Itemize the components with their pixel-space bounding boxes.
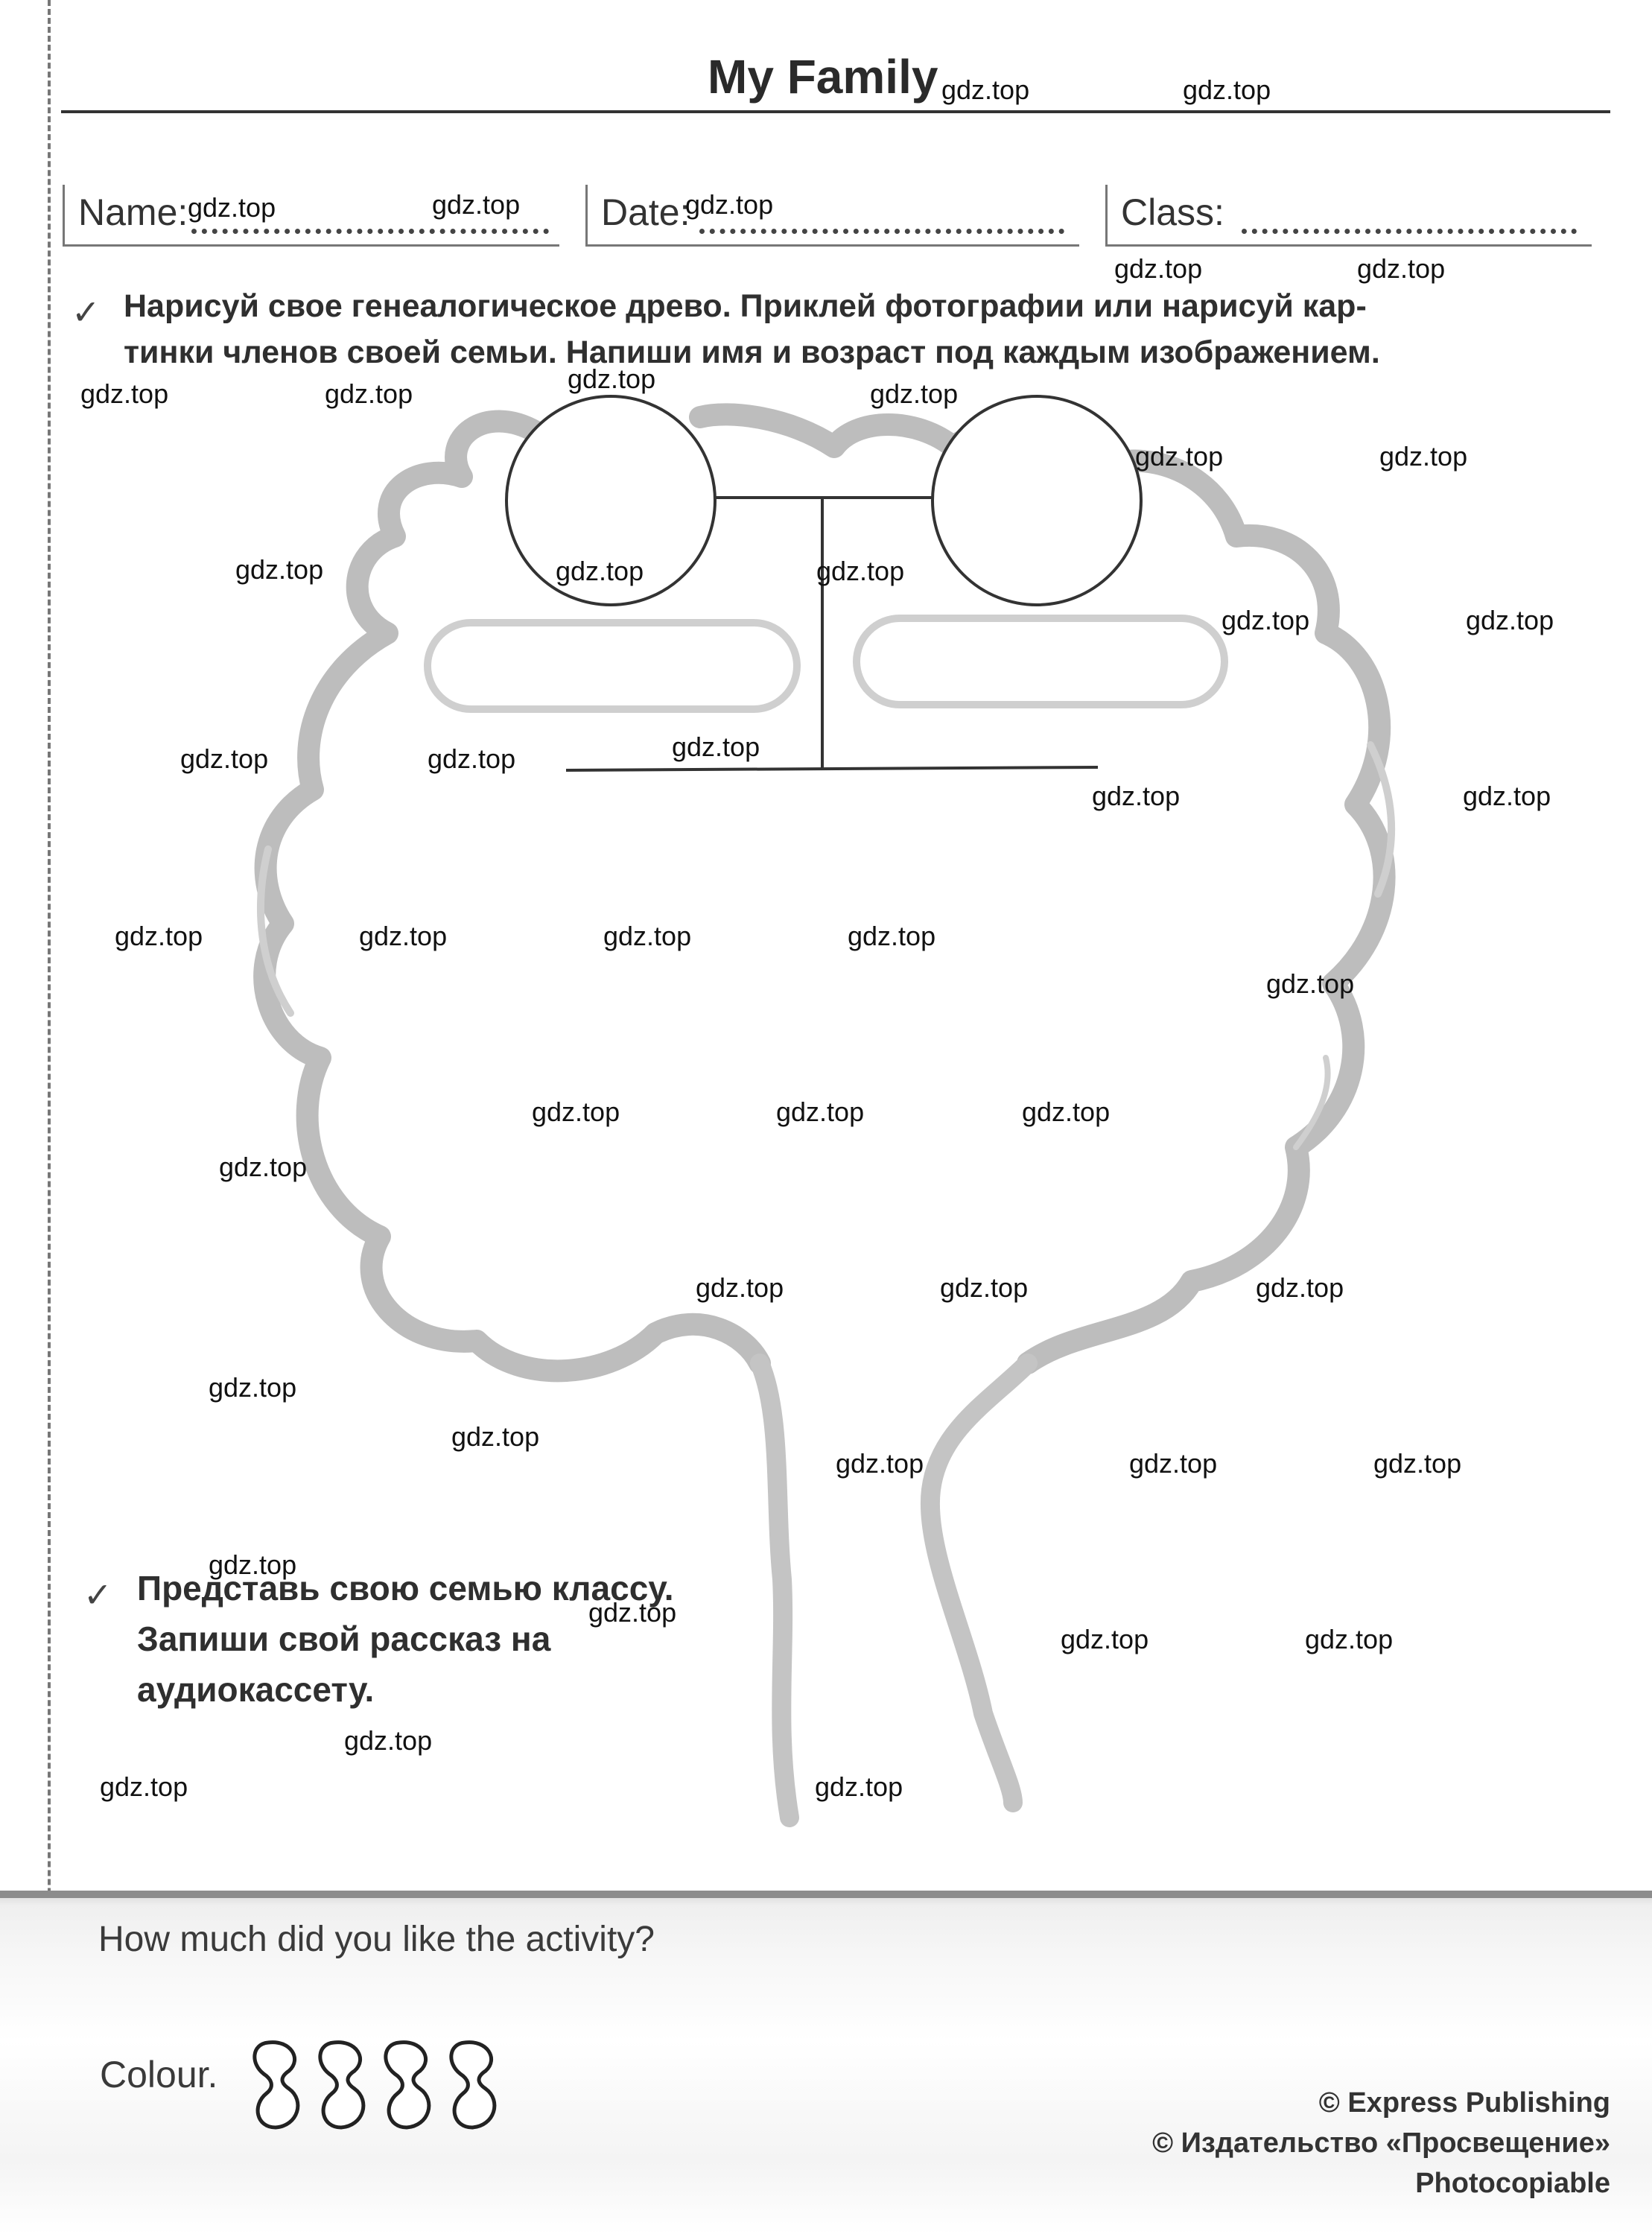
task2-line3: аудиокассету. — [137, 1670, 375, 1709]
name-age-box-right[interactable] — [853, 615, 1228, 708]
checkmark-icon: ✓ — [72, 293, 101, 331]
watermark-text: gdz.top — [451, 1421, 540, 1452]
watermark-text: gdz.top — [80, 378, 169, 409]
name-label: Name: — [78, 191, 188, 233]
rating-icon-2[interactable] — [318, 2040, 366, 2130]
watermark-text: gdz.top — [815, 1771, 903, 1802]
date-field[interactable]: Date: — [585, 185, 1079, 247]
rating-icon-1[interactable] — [252, 2040, 300, 2130]
watermark-text: gdz.top — [1305, 1624, 1394, 1654]
colour-label: Colour. — [100, 2054, 218, 2095]
watermark-text: gdz.top — [235, 554, 324, 585]
date-dotted-line — [699, 229, 1064, 234]
watermark-text: gdz.top — [588, 1597, 677, 1628]
title-rule — [61, 110, 1610, 113]
name-dotted-line — [191, 229, 549, 234]
feedback-question: How much did you like the activity? — [98, 1920, 655, 1959]
checkmark-icon: ✓ — [83, 1575, 112, 1614]
task2-line2: Запиши свой рассказ на — [137, 1619, 551, 1658]
watermark-text: gdz.top — [685, 189, 774, 220]
class-label: Class: — [1121, 191, 1224, 233]
name-field[interactable]: Name: — [63, 185, 559, 247]
rating-icon-3[interactable] — [384, 2040, 431, 2130]
watermark-text: gdz.top — [1357, 253, 1446, 284]
grandparent-photo-circle-left[interactable] — [505, 395, 717, 606]
watermark-text: gdz.top — [870, 378, 959, 409]
watermark-text: gdz.top — [776, 1097, 865, 1127]
task2-line1: Представь свою семью классу. — [137, 1569, 674, 1608]
watermark-text: gdz.top — [188, 192, 276, 223]
tree-canopy-outline — [253, 410, 771, 1383]
watermark-text: gdz.top — [1114, 253, 1203, 284]
watermark-text: gdz.top — [432, 189, 521, 220]
photocopiable-note: Photocopiable — [1415, 2168, 1610, 2199]
watermark-text: gdz.top — [344, 1725, 433, 1756]
watermark-text: gdz.top — [1183, 74, 1271, 105]
copyright-express: © Express Publishing — [1318, 2087, 1610, 2119]
watermark-text: gdz.top — [325, 378, 413, 409]
watermark-text: gdz.top — [1135, 441, 1224, 472]
watermark-text: gdz.top — [1379, 441, 1468, 472]
watermark-text: gdz.top — [836, 1448, 924, 1479]
children-line — [565, 766, 1099, 772]
watermark-text: gdz.top — [180, 743, 269, 774]
page-title: My Family — [708, 50, 938, 104]
name-age-box-left[interactable] — [424, 619, 801, 713]
watermark-text: gdz.top — [1266, 968, 1355, 999]
watermark-text: gdz.top — [100, 1771, 188, 1802]
cut-line — [48, 0, 51, 2234]
copyright-prosveshchenie: © Издательство «Просвещение» — [1152, 2127, 1610, 2159]
watermark-text: gdz.top — [848, 921, 936, 951]
feedback-rule — [0, 1891, 1652, 1898]
class-dotted-line — [1242, 229, 1577, 234]
watermark-text: gdz.top — [941, 74, 1030, 105]
watermark-text: gdz.top — [1022, 1097, 1111, 1127]
rating-icons — [252, 2040, 497, 2130]
watermark-text: gdz.top — [696, 1272, 784, 1303]
watermark-text: gdz.top — [532, 1097, 620, 1127]
tree-trunk-outline — [750, 1354, 799, 1827]
watermark-text: gdz.top — [1256, 1272, 1344, 1303]
watermark-text: gdz.top — [603, 921, 692, 951]
watermark-text: gdz.top — [428, 743, 516, 774]
watermark-text: gdz.top — [568, 364, 656, 394]
watermark-text: gdz.top — [1466, 605, 1554, 635]
grandparent-photo-circle-right[interactable] — [931, 395, 1143, 606]
date-label: Date: — [601, 191, 690, 233]
watermark-text: gdz.top — [209, 1549, 297, 1580]
watermark-text: gdz.top — [1463, 781, 1551, 811]
watermark-text: gdz.top — [816, 556, 905, 586]
rating-icon-4[interactable] — [449, 2040, 497, 2130]
watermark-text: gdz.top — [359, 921, 448, 951]
class-field[interactable]: Class: — [1105, 185, 1592, 247]
watermark-text: gdz.top — [1373, 1448, 1462, 1479]
watermark-text: gdz.top — [219, 1152, 308, 1182]
task1-line2: тинки членов своей семьи. Напиши имя и в… — [124, 334, 1380, 370]
watermark-text: gdz.top — [1092, 781, 1181, 811]
watermark-text: gdz.top — [940, 1272, 1029, 1303]
watermark-text: gdz.top — [556, 556, 644, 586]
watermark-text: gdz.top — [115, 921, 203, 951]
watermark-text: gdz.top — [209, 1372, 297, 1403]
watermark-text: gdz.top — [1129, 1448, 1218, 1479]
watermark-text: gdz.top — [672, 732, 760, 762]
watermark-text: gdz.top — [1061, 1624, 1149, 1654]
watermark-text: gdz.top — [1221, 605, 1310, 635]
task1-line1: Нарисуй свое генеалогическое древо. Прик… — [124, 288, 1367, 324]
